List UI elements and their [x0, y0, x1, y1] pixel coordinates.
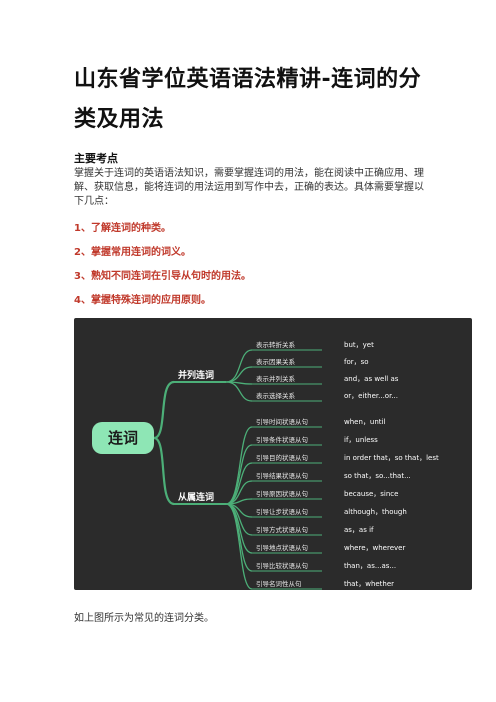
conjunction-kind: 引导比较状语从句 [256, 561, 308, 570]
conjunction-words: for，so [344, 358, 369, 366]
item-connector [225, 503, 253, 590]
conjunction-words: although，though [344, 508, 407, 516]
key-point: 2、掌握常用连词的词义。 [74, 247, 191, 258]
item-connector [225, 426, 253, 505]
branch-label: 从属连词 [178, 491, 214, 503]
conjunction-kind: 引导目的状语从句 [256, 453, 308, 462]
conjunction-kind: 引导原因状语从句 [256, 489, 308, 498]
conjunction-kind: 引导结果状语从句 [256, 471, 308, 480]
conjunction-kind: 引导条件状语从句 [256, 435, 308, 444]
conjunction-kind: 引导让步状语从句 [256, 507, 308, 516]
section-heading: 主要考点 [74, 152, 118, 165]
key-point: 3、熟知不同连词在引导从句时的用法。 [74, 271, 251, 282]
conjunction-words: and，as well as [344, 375, 399, 383]
conjunction-words: so that，so...that... [344, 472, 411, 480]
conjunction-words: or，either...or... [344, 392, 398, 400]
item-connector [225, 349, 253, 383]
item-connector [225, 381, 253, 402]
branch-label: 并列连词 [178, 369, 214, 381]
branch-connector [153, 436, 175, 506]
conjunction-kind: 表示并列关系 [256, 374, 296, 383]
key-point: 4、掌握特殊连词的应用原则。 [74, 295, 211, 306]
conjunction-kind: 引导名词性从句 [256, 579, 302, 588]
root-node [92, 422, 154, 454]
conjunction-words: because，since [344, 490, 398, 498]
conjunction-kind: 表示选择关系 [256, 391, 296, 400]
conjunction-kind: 表示转折关系 [256, 340, 296, 349]
conjunction-words: but，yet [344, 341, 374, 349]
conjunction-words: as，as if [344, 526, 374, 534]
root-label: 连词 [108, 429, 138, 447]
conjunction-kind: 引导地点状语从句 [256, 543, 308, 552]
conjunction-words: in order that，so that，lest [344, 454, 439, 462]
conjunction-words: where，wherever [344, 544, 405, 552]
intro-paragraph: 掌握关于连词的英语语法知识，需要掌握连词的用法，能在阅读中正确应用、理解、获取信… [74, 168, 424, 207]
conjunction-words: that，whether [344, 580, 394, 588]
key-point: 1、了解连词的种类。 [74, 223, 171, 234]
conjunction-words: when，until [344, 418, 385, 426]
conjunction-mindmap: 并列连词 表示转折关系 but，yet 表示因果关系 for，so 表示并列关系 and，a… [74, 318, 472, 590]
figure-caption: 如上图所示为常见的连词分类。 [74, 613, 214, 624]
conjunction-kind: 引导时间状语从句 [256, 417, 308, 426]
conjunction-words: if，unless [344, 436, 378, 444]
conjunction-kind: 引导方式状语从句 [256, 525, 308, 534]
branch-connector [153, 380, 175, 440]
page-title: 山东省学位英语语法精讲-连词的分类及用法 [74, 67, 422, 132]
conjunction-kind: 表示因果关系 [256, 357, 296, 366]
key-points-list: 1、了解连词的种类。 2、掌握常用连词的词义。 3、熟知不同连词在引导从句时的用… [74, 222, 251, 318]
conjunction-words: than，as...as... [344, 562, 396, 570]
